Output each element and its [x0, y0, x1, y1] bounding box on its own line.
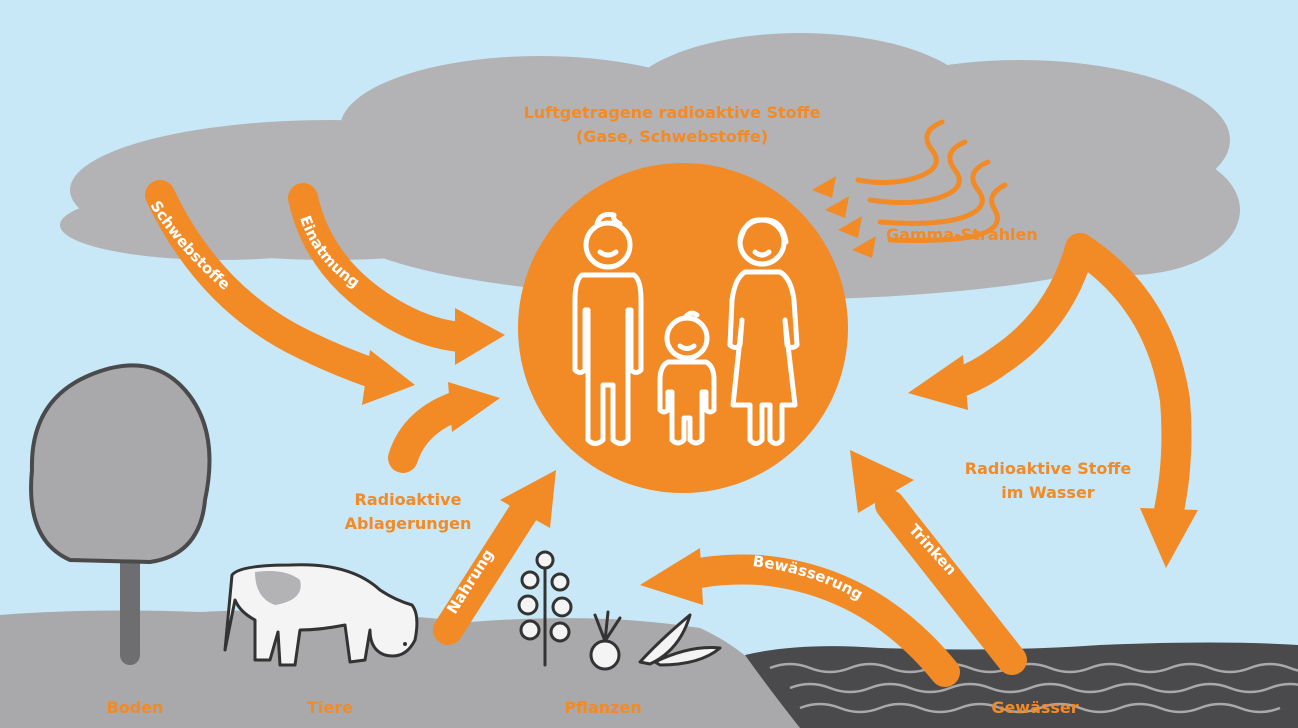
- child-figure: [657, 310, 717, 446]
- woman-figure: [727, 217, 800, 446]
- arrow-irrigation: [675, 554, 960, 687]
- water-body: [745, 642, 1298, 728]
- man-figure: [572, 211, 644, 446]
- arrow-food: [433, 490, 543, 645]
- label-airborne-line1: Luftgetragene radioaktive Stoffe: [524, 103, 821, 122]
- label-water-line1: Radioaktive Stoffe: [965, 459, 1132, 478]
- label-plants: Pflanzen: [564, 698, 641, 717]
- tree-icon: [29, 363, 212, 665]
- label-deposits-line1: Radioaktive: [355, 490, 462, 509]
- ground: [0, 610, 800, 728]
- arrow-water-down: [1065, 233, 1192, 530]
- label-gamma: Gamma-Strahlen: [886, 225, 1038, 244]
- label-water-line2: im Wasser: [1001, 483, 1095, 502]
- plants-icon: [517, 550, 722, 671]
- arrow-drinking: [875, 490, 1027, 675]
- arrow-inhalation: [288, 183, 475, 352]
- arrow-suspended-matter: [145, 180, 393, 390]
- family-icon: [572, 211, 800, 446]
- gamma-arrowheads: [812, 176, 876, 258]
- label-deposits-line2: Ablagerungen: [345, 514, 472, 533]
- label-waters: Gewässer: [991, 698, 1078, 717]
- arrow-water-in: [943, 233, 1095, 398]
- label-soil: Boden: [107, 698, 164, 717]
- label-airborne-line2: (Gase, Schwebstoffe): [576, 127, 768, 146]
- cow-icon: [223, 563, 419, 667]
- arrowheads: [362, 308, 1198, 605]
- gamma-rays-icon: [855, 119, 1008, 243]
- label-animals: Tiere: [307, 698, 353, 717]
